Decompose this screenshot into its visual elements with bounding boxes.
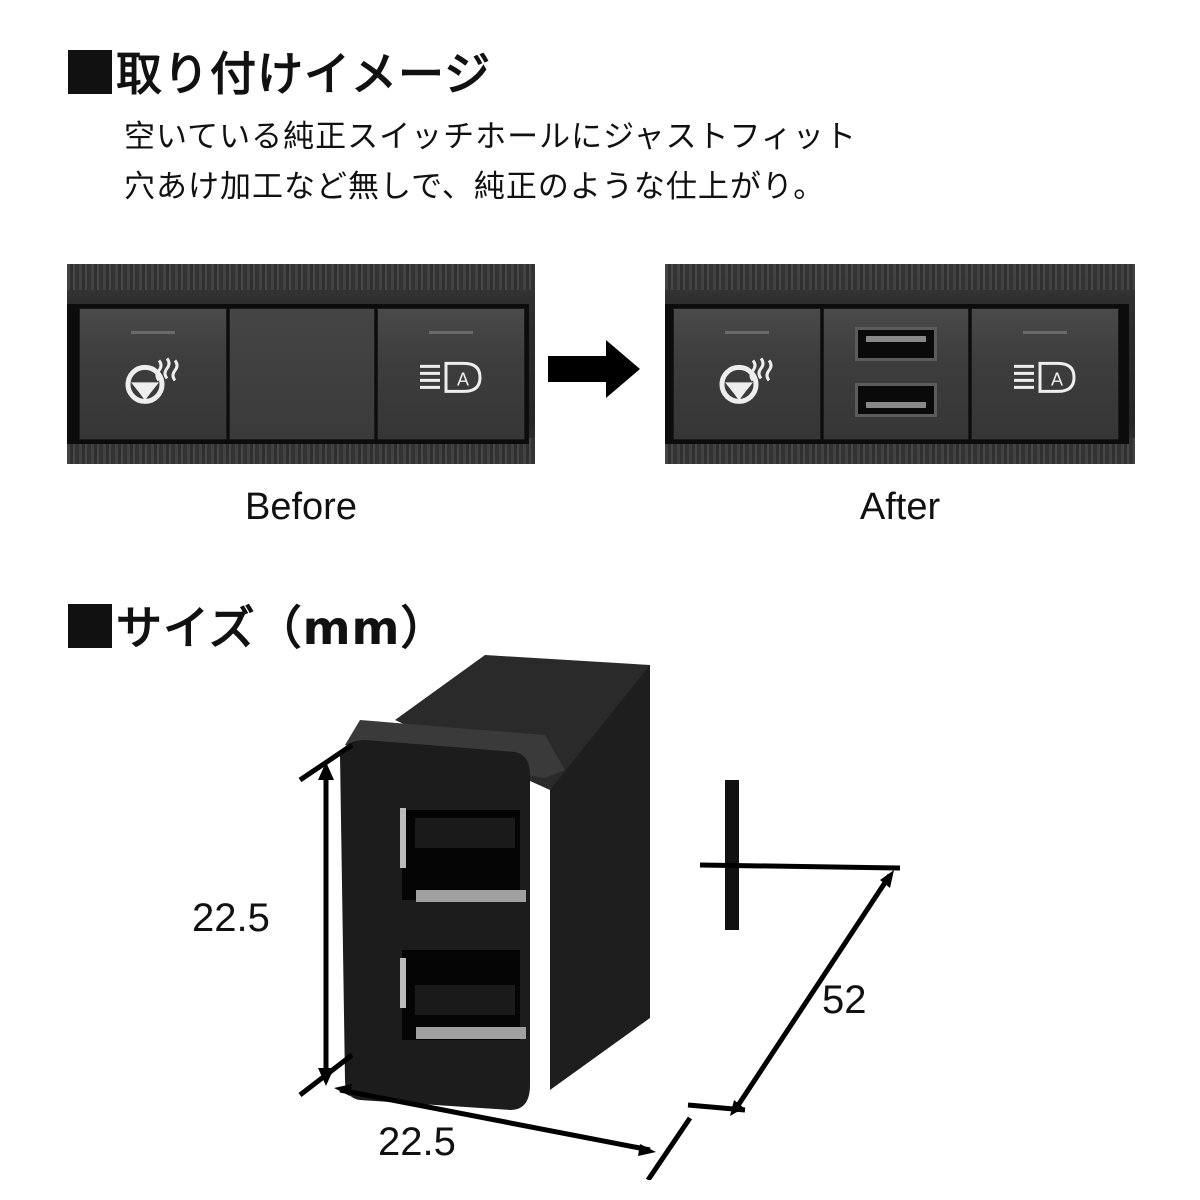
steering-heater-icon — [719, 357, 773, 404]
right-arrow-icon — [548, 340, 640, 398]
svg-text:A: A — [1051, 369, 1063, 389]
description-line-2: 穴あけ加工など無しで、純正のような仕上がり。 — [124, 169, 826, 205]
width-dimension-label: 22.5 — [378, 1120, 456, 1164]
auto-high-beam-icon: A — [420, 361, 482, 393]
steering-heater-switch — [79, 308, 227, 440]
square-bullet-icon — [68, 50, 112, 94]
depth-dimension-label: 52 — [822, 978, 867, 1022]
description-line-1: 空いている純正スイッチホールにジャストフィット — [124, 119, 857, 155]
install-title-text: 取り付けイメージ — [116, 47, 492, 101]
before-photo: A — [67, 264, 535, 464]
size-section-title: サイズ（mm） — [68, 592, 447, 658]
svg-text:A: A — [457, 369, 469, 389]
auto-high-beam-switch: A — [971, 308, 1119, 440]
auto-high-beam-icon: A — [1014, 361, 1076, 393]
usb-port-top — [855, 327, 937, 361]
size-title-text: サイズ（mm） — [116, 601, 448, 655]
before-label: Before — [245, 486, 357, 528]
usb-module-illustration — [298, 655, 901, 1180]
install-section-title: 取り付けイメージ — [68, 38, 491, 104]
height-dimension-label: 22.5 — [192, 896, 270, 940]
install-description: 空いている純正スイッチホールにジャストフィット 穴あけ加工など無しで、純正のよう… — [124, 112, 857, 212]
after-photo: A — [665, 264, 1135, 464]
steering-heater-icon — [125, 357, 179, 404]
square-bullet-icon — [68, 604, 112, 648]
dual-usb-switch — [823, 308, 969, 440]
steering-heater-switch — [673, 308, 821, 440]
usb-port-bottom — [855, 383, 937, 417]
after-label: After — [859, 486, 941, 528]
blank-switch-cover — [229, 308, 375, 440]
auto-high-beam-switch: A — [377, 308, 525, 440]
